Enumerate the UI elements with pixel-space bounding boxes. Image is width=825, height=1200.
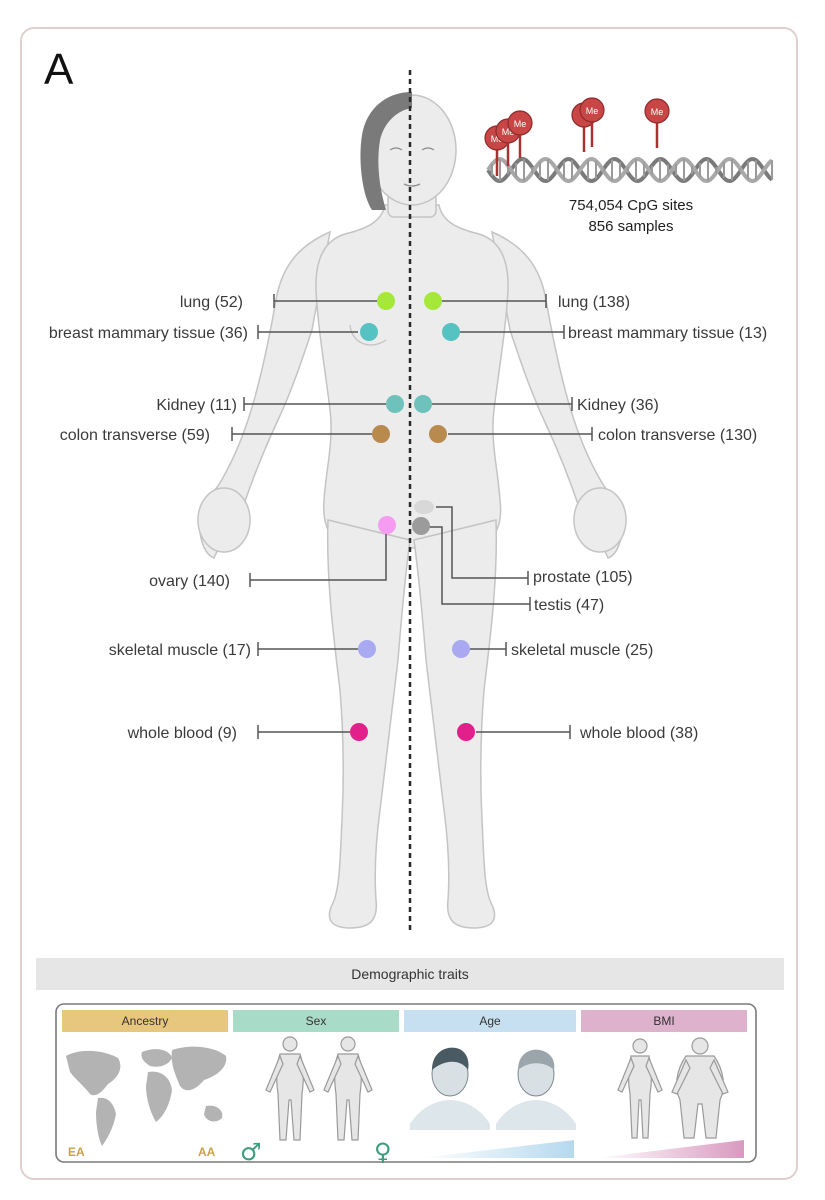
cpg-sites-label: 754,054 CpG sites — [569, 197, 693, 214]
category-age — [404, 1010, 576, 1032]
methylation-marks: Me Me Me Me Me — [484, 97, 670, 176]
right-hand — [573, 487, 627, 553]
label-colon-female: colon transverse (59) — [60, 427, 210, 444]
dot-lung-female — [377, 292, 395, 310]
label-lung-female: lung (52) — [180, 294, 243, 311]
label-breast-female: breast mammary tissue (36) — [49, 325, 248, 342]
young-person-icon — [410, 1047, 490, 1130]
category-bmi — [581, 1010, 747, 1032]
age-gradient-wedge — [420, 1140, 574, 1158]
label-kidney-male: Kidney (36) — [577, 397, 659, 414]
male-figure-icon — [265, 1036, 315, 1141]
label-breast-male: breast mammary tissue (13) — [568, 325, 767, 342]
label-muscle-male: skeletal muscle (25) — [511, 642, 653, 659]
dot-breast-male — [442, 323, 460, 341]
dot-blood-male — [457, 723, 475, 741]
prostate-organ — [414, 500, 434, 514]
dot-lung-male — [424, 292, 442, 310]
chest-contour — [349, 324, 387, 346]
label-ovary: ovary (140) — [149, 573, 230, 590]
methyl-badge-text: Me — [514, 119, 527, 129]
large-figure-icon — [671, 1037, 729, 1139]
category-bmi-label: BMI — [653, 1014, 674, 1028]
methyl-badge-text: Me — [586, 106, 599, 116]
dot-colon-female — [372, 425, 390, 443]
face-features — [389, 147, 435, 187]
label-muscle-female: skeletal muscle (17) — [109, 642, 251, 659]
category-sex — [233, 1010, 399, 1032]
label-blood-female: whole blood (9) — [127, 725, 237, 742]
world-map-icon — [66, 1046, 227, 1146]
connector-testis — [428, 526, 530, 605]
dot-colon-male — [429, 425, 447, 443]
label-prostate: prostate (105) — [533, 569, 633, 586]
tissue-dots — [350, 292, 475, 741]
demographics-banner — [36, 958, 784, 990]
methyl-badge-text: Me — [491, 134, 504, 144]
ancestry-ea-label: EA — [68, 1145, 85, 1159]
label-testis: testis (47) — [534, 597, 604, 614]
left-arm — [198, 230, 331, 559]
bmi-gradient-wedge — [596, 1140, 744, 1158]
tissue-connectors — [231, 294, 593, 739]
demographics-title: Demographic traits — [351, 966, 469, 982]
category-ancestry-label: Ancestry — [122, 1014, 169, 1028]
dot-muscle-male — [452, 640, 470, 658]
dot-blood-female — [350, 723, 368, 741]
connector-ovary — [250, 534, 387, 581]
dot-ovary — [378, 516, 396, 534]
samples-label: 856 samples — [588, 218, 673, 235]
tissue-labels: lung (52) breast mammary tissue (36) Kid… — [49, 294, 767, 742]
body-silhouette — [197, 94, 627, 929]
right-arm — [491, 230, 624, 559]
female-symbol-icon: ♀ — [374, 1138, 392, 1166]
label-kidney-female: Kidney (11) — [156, 397, 237, 414]
dna-helix — [486, 156, 774, 184]
methyl-badge-text: Me — [502, 127, 515, 137]
torso — [315, 204, 509, 549]
left-hand — [197, 487, 251, 553]
dot-kidney-female — [386, 395, 404, 413]
methyl-mark: Me — [579, 97, 605, 147]
category-ancestry — [62, 1010, 228, 1032]
connector-prostate — [436, 506, 528, 579]
ancestry-aa-label: AA — [198, 1145, 216, 1159]
male-symbol-icon: ♂ — [240, 1138, 262, 1166]
panel-label: A — [44, 45, 74, 94]
category-age-label: Age — [479, 1014, 501, 1028]
hair — [360, 92, 412, 210]
label-colon-male: colon transverse (130) — [598, 427, 757, 444]
dot-breast-female — [360, 323, 378, 341]
methyl-mark: Me — [507, 110, 533, 158]
category-sex-label: Sex — [306, 1014, 327, 1028]
dna-strand-b — [486, 156, 774, 184]
old-person-icon — [496, 1049, 576, 1130]
methyl-badge-text: Me — [651, 107, 664, 117]
left-leg — [326, 519, 411, 929]
dna-rungs — [491, 159, 773, 181]
female-figure-icon — [323, 1036, 373, 1141]
demographics-box — [55, 1003, 757, 1163]
dna-strand-a — [486, 156, 774, 184]
right-leg — [413, 519, 498, 929]
label-blood-male: whole blood (38) — [579, 725, 698, 742]
methyl-mark: Me — [644, 98, 670, 148]
dot-muscle-female — [358, 640, 376, 658]
label-lung-male: lung (138) — [558, 294, 630, 311]
slim-figure-icon — [617, 1038, 663, 1139]
dot-kidney-male — [414, 395, 432, 413]
dot-testis — [412, 517, 430, 535]
